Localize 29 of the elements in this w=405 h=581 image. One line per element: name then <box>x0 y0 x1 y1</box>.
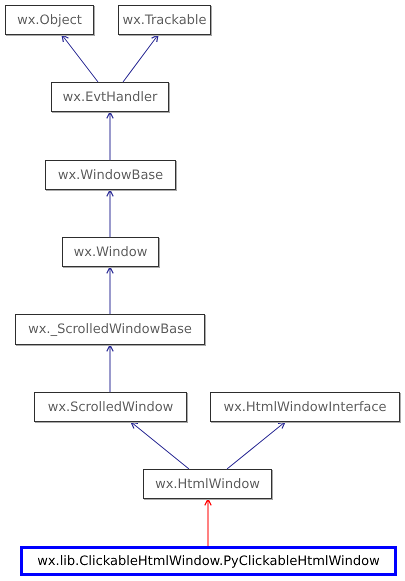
class-name: wx.Object <box>17 14 82 26</box>
class-box <box>51 82 169 112</box>
class-name: wx._ScrolledWindowBase <box>28 323 192 336</box>
inheritance-arrow <box>130 421 190 470</box>
class-name: wx.Window <box>74 246 148 258</box>
class-box <box>45 160 176 190</box>
class-name: wx.HtmlWindowInterface <box>223 400 387 414</box>
inheritance-arrow <box>106 344 114 392</box>
class-box <box>143 469 272 499</box>
inheritance-arrow <box>226 421 286 470</box>
class-name: wx.ScrolledWindow <box>48 400 174 414</box>
class-name: wx.Trackable <box>122 14 207 26</box>
class-name: wx.lib.ClickableHtmlWindow.PyClickableHtmlWindow <box>37 554 380 568</box>
inheritance-arrow <box>106 266 114 314</box>
inheritance-arrow <box>106 111 114 160</box>
inheritance-arrow <box>204 498 212 546</box>
class-box <box>118 5 211 35</box>
class-name: wx.HtmlWindow <box>155 478 260 490</box>
class-box <box>5 5 94 35</box>
class-name: wx.WindowBase <box>58 168 164 182</box>
class-box <box>34 392 187 422</box>
class-name: wx.EvtHandler <box>62 90 158 104</box>
class-box <box>20 546 397 576</box>
inheritance-arrow <box>122 34 159 82</box>
class-box <box>15 314 205 345</box>
class-box <box>210 392 400 422</box>
inheritance-arrow <box>61 34 98 82</box>
class-box <box>62 237 159 267</box>
inheritance-arrow <box>106 189 114 238</box>
